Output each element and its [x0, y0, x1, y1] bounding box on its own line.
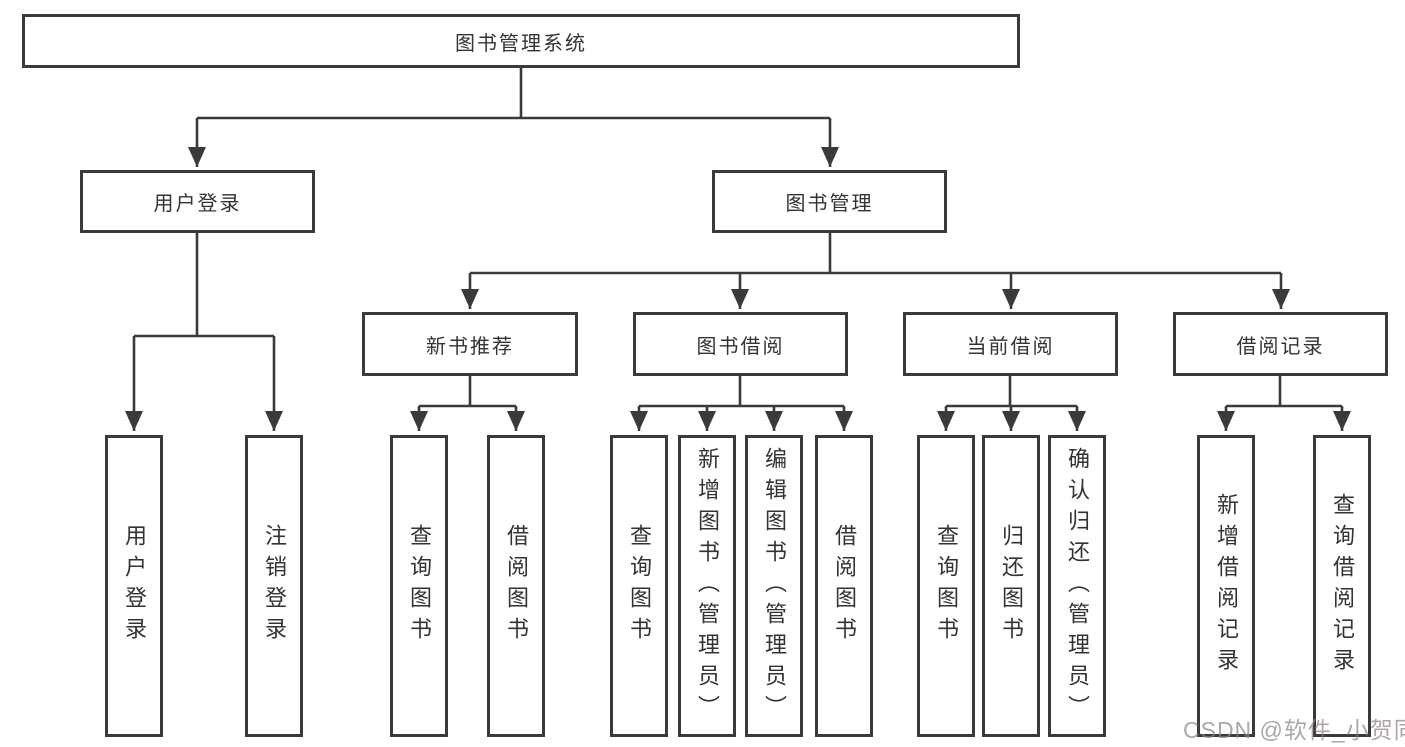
leaf-label: 新增借阅记录 [1214, 493, 1239, 679]
leaf-query-borrow-record: 查询借阅记录 [1313, 435, 1371, 737]
leaf-borrow-books-2: 借阅图书 [815, 435, 873, 737]
node-new-book-recommend: 新书推荐 [362, 312, 578, 376]
leaf-label: 查询图书 [627, 524, 652, 648]
leaf-label: 确认归还（管理员） [1065, 446, 1090, 726]
leaf-label: 查询图书 [407, 524, 432, 648]
leaf-label: 注销登录 [262, 524, 287, 648]
leaf-label: 借阅图书 [504, 524, 529, 648]
leaf-label: 归还图书 [999, 524, 1024, 648]
leaf-label: 查询图书 [934, 524, 959, 648]
leaf-confirm-return-admin: 确认归还（管理员） [1048, 435, 1106, 737]
node-user-login: 用户登录 [80, 170, 315, 233]
leaf-return-books: 归还图书 [982, 435, 1040, 737]
leaf-borrow-books-1: 借阅图书 [487, 435, 545, 737]
leaf-add-borrow-record: 新增借阅记录 [1197, 435, 1255, 737]
leaf-logout: 注销登录 [245, 435, 303, 737]
node-root-system: 图书管理系统 [22, 14, 1020, 68]
csdn-watermark: CSDN @软件_小贺同学 [1183, 717, 1405, 743]
leaf-label: 编辑图书（管理员） [762, 446, 787, 726]
leaf-label: 借阅图书 [832, 524, 857, 648]
node-book-management: 图书管理 [712, 170, 947, 233]
leaf-query-books-1: 查询图书 [390, 435, 448, 737]
node-current-borrow: 当前借阅 [903, 312, 1118, 376]
leaf-query-books-3: 查询图书 [917, 435, 975, 737]
node-book-borrow: 图书借阅 [633, 312, 848, 376]
leaf-label: 新增图书（管理员） [695, 446, 720, 726]
leaf-user-login: 用户登录 [105, 435, 163, 737]
leaf-add-books-admin: 新增图书（管理员） [678, 435, 736, 737]
node-borrow-records: 借阅记录 [1173, 312, 1388, 376]
leaf-label: 用户登录 [122, 524, 147, 648]
leaf-label: 查询借阅记录 [1330, 493, 1355, 679]
leaf-query-books-2: 查询图书 [610, 435, 668, 737]
leaf-edit-books-admin: 编辑图书（管理员） [745, 435, 803, 737]
